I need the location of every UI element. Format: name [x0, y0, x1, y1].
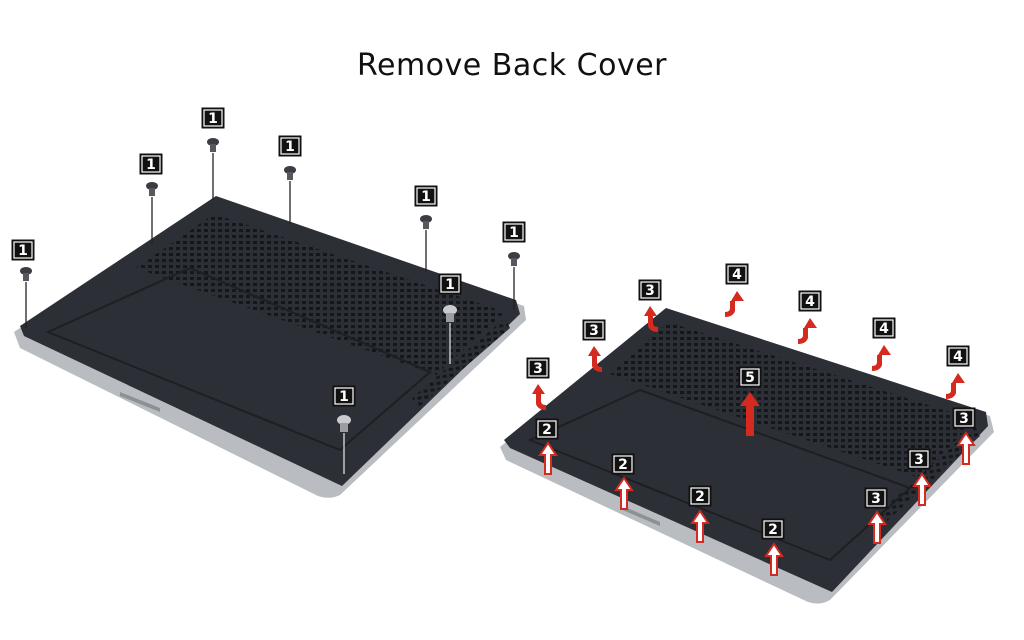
screw	[207, 138, 219, 200]
up-arrow-outline-icon	[867, 510, 887, 544]
screw	[284, 166, 296, 224]
svg-text:3: 3	[533, 361, 543, 377]
laptop-left-panel-line	[45, 266, 432, 452]
lift-arrows-edges	[532, 291, 965, 436]
step-badge-1: 1	[502, 221, 526, 243]
screw	[508, 252, 520, 310]
step-badge-4: 4	[725, 263, 749, 285]
svg-text:1: 1	[445, 277, 455, 293]
step-badge-1: 1	[139, 153, 163, 175]
up-arrow-icon	[740, 392, 760, 436]
laptop-left-side-vent	[412, 318, 510, 408]
step-badge-3: 3	[952, 407, 976, 429]
svg-text:3: 3	[589, 323, 599, 339]
up-arrow-outline-icon	[538, 441, 558, 475]
step-badge-2: 2	[535, 418, 559, 440]
svg-text:1: 1	[421, 189, 431, 205]
svg-text:1: 1	[146, 157, 156, 173]
laptop-right-panel-line	[527, 388, 912, 562]
up-arrow-outline-icon	[912, 472, 932, 506]
screw	[443, 305, 457, 364]
svg-text:1: 1	[208, 111, 218, 127]
step-badge-1: 1	[11, 239, 35, 261]
screw	[420, 215, 432, 272]
lift-arrows-front	[538, 431, 976, 576]
curved-arrow-icon	[532, 384, 546, 410]
curved-arrow-icon	[644, 306, 658, 332]
svg-text:3: 3	[959, 411, 969, 427]
curved-arrow-icon	[872, 345, 891, 371]
up-arrow-outline-icon	[956, 431, 976, 465]
svg-text:1: 1	[339, 389, 349, 405]
svg-text:1: 1	[285, 139, 295, 155]
svg-text:4: 4	[805, 294, 815, 310]
step-badge-2: 2	[761, 518, 785, 540]
svg-text:5: 5	[745, 370, 755, 386]
step-badge-5: 5	[738, 366, 762, 388]
up-arrow-outline-icon	[690, 509, 710, 543]
curved-arrow-icon	[725, 291, 744, 317]
svg-text:1: 1	[18, 243, 28, 259]
curved-arrow-icon	[588, 346, 602, 372]
curved-arrow-icon	[798, 318, 817, 344]
laptop-left-foot	[120, 392, 160, 412]
screw	[146, 182, 158, 244]
step-badge-1: 1	[414, 185, 438, 207]
screw	[20, 267, 32, 328]
svg-text:2: 2	[618, 457, 628, 473]
svg-text:4: 4	[732, 267, 742, 283]
screw	[337, 415, 351, 474]
svg-text:2: 2	[768, 522, 778, 538]
laptop-right-vent	[610, 322, 975, 478]
page-title: Remove Back Cover	[357, 48, 667, 83]
up-arrow-outline-icon	[614, 476, 634, 510]
step-badge-3: 3	[638, 279, 662, 301]
step-badge-3: 3	[526, 357, 550, 379]
svg-text:2: 2	[695, 489, 705, 505]
step-badge-4: 4	[946, 345, 970, 367]
step-badge-3: 3	[864, 487, 888, 509]
step-badge-1: 1	[201, 107, 225, 129]
step-badge-4: 4	[872, 317, 896, 339]
step-badge-4: 4	[798, 290, 822, 312]
laptop-right-foot	[620, 505, 660, 526]
up-arrow-outline-icon	[764, 542, 784, 576]
svg-text:1: 1	[509, 225, 519, 241]
screws-left	[20, 138, 520, 474]
svg-text:3: 3	[645, 283, 655, 299]
step-badge-3: 3	[582, 319, 606, 341]
step-badge-1: 1	[278, 135, 302, 157]
curved-arrow-icon	[946, 373, 965, 399]
step-badge-1: 1	[438, 273, 462, 295]
laptop-right-side-vent	[880, 426, 980, 522]
laptop-left-vent	[136, 214, 505, 375]
svg-text:2: 2	[542, 422, 552, 438]
laptop-left	[14, 196, 526, 498]
svg-text:4: 4	[953, 349, 963, 365]
step-badge-2: 2	[688, 485, 712, 507]
laptop-right	[500, 308, 994, 604]
step-badge-3: 3	[907, 448, 931, 470]
svg-text:3: 3	[871, 491, 881, 507]
svg-text:3: 3	[914, 452, 924, 468]
svg-text:4: 4	[879, 321, 889, 337]
step-badge-1: 1	[332, 385, 356, 407]
step-badge-2: 2	[611, 453, 635, 475]
